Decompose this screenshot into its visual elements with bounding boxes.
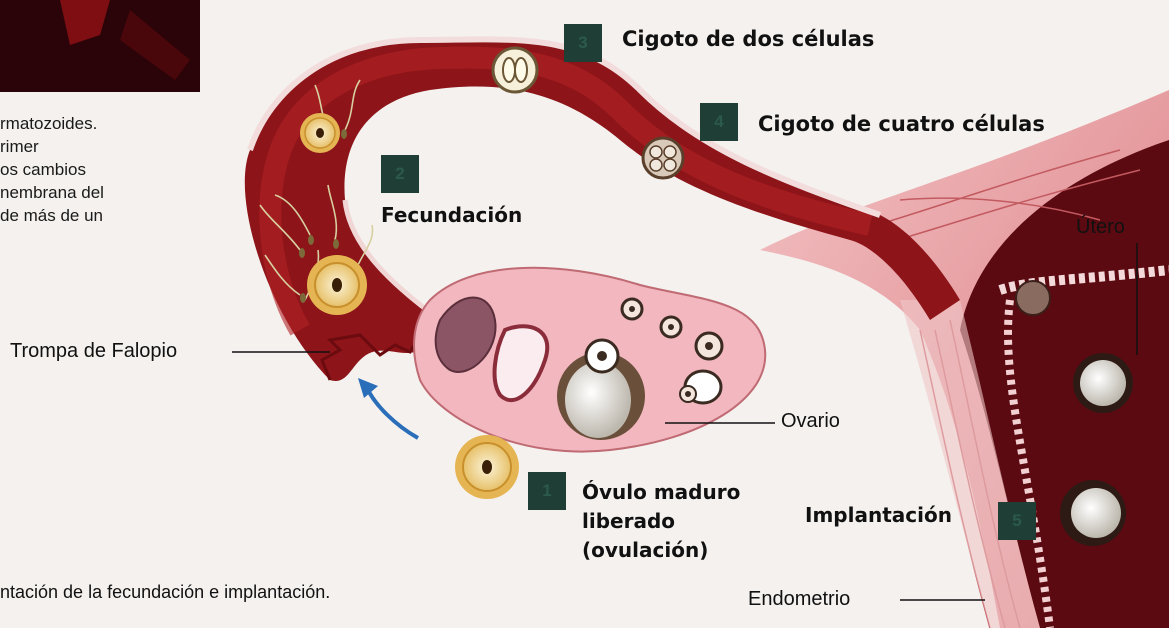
step-label-4: Cigoto de cuatro células [758,112,1045,136]
body-text-line: os cambios [0,158,104,181]
ovary [414,268,765,452]
step-label-line: liberado [582,507,740,536]
early-egg-in-tube [300,113,340,153]
morula [1016,281,1050,315]
label-uterus: Útero [1076,216,1125,239]
two-cell-zygote [493,48,537,92]
implanted-blastocyst [1060,480,1126,546]
body-text: rmatozoides. rimer os cambios nembrana d… [0,112,104,227]
step-badge-4: 4 [700,103,738,141]
step-label-line: (ovulación) [582,536,740,565]
four-cell-zygote [643,138,683,178]
blastocyst [1073,353,1133,413]
body-text-line: de más de un [0,204,104,227]
ovulation-arrow-icon [358,378,418,438]
fertilized-egg [307,255,367,315]
step-badge-2: 2 [381,155,419,193]
body-text-line: rimer [0,135,104,158]
figure-caption: ntación de la fecundación e implantación… [0,582,330,603]
step-label-1: Óvulo maduro liberado (ovulación) [582,478,740,565]
body-text-line: rmatozoides. [0,112,104,135]
step-label-2: Fecundación [381,203,522,227]
step-label-line: Óvulo maduro [582,478,740,507]
step-badge-5: 5 [998,502,1036,540]
label-ovary: Ovario [781,410,840,433]
step-label-5: Implantación [805,503,952,527]
body-text-line: nembrana del [0,181,104,204]
step-label-3: Cigoto de dos células [622,27,874,51]
label-endometrium: Endometrio [748,588,850,611]
step-badge-3: 3 [564,24,602,62]
released-ovum [455,435,519,499]
step-badge-1: 1 [528,472,566,510]
label-tube: Trompa de Falopio [10,340,177,363]
photo-fragment [0,0,200,92]
